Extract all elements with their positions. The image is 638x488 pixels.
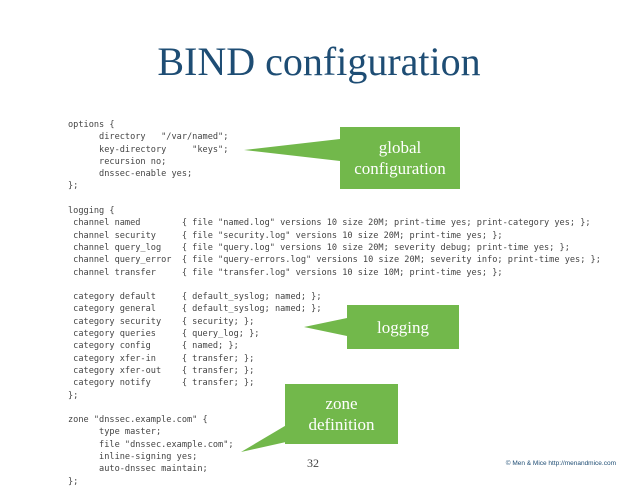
copyright-footer: © Men & Mice http://menandmice.com bbox=[505, 460, 616, 467]
code-line: recursion no; bbox=[68, 156, 167, 167]
code-line: category default { default_syslog; named… bbox=[68, 292, 322, 303]
global-callout-line2: configuration bbox=[354, 159, 446, 178]
code-line: }; bbox=[68, 390, 79, 401]
code-line: zone "dnssec.example.com" { bbox=[68, 415, 208, 426]
code-line: category config { named; }; bbox=[68, 341, 239, 352]
code-line: key-directory "keys"; bbox=[68, 144, 229, 155]
global-callout-line1: global bbox=[378, 138, 422, 157]
code-line: inline-signing yes; bbox=[68, 452, 198, 463]
page-number: 32 bbox=[307, 456, 319, 470]
code-line: channel query_error { file "query-errors… bbox=[68, 255, 601, 266]
slide-title: BIND configuration bbox=[157, 39, 481, 84]
code-line: category notify { transfer; }; bbox=[68, 378, 255, 389]
zone-definition-callout: zone definition bbox=[285, 384, 398, 444]
code-line: auto-dnssec maintain; bbox=[68, 464, 208, 475]
code-line: category xfer-out { transfer; }; bbox=[68, 365, 255, 376]
code-line: file "dnssec.example.com"; bbox=[68, 439, 234, 450]
logging-callout-pointer bbox=[304, 318, 347, 336]
code-line: category queries { query_log; }; bbox=[68, 329, 260, 340]
code-line: channel named { file "named.log" version… bbox=[68, 218, 591, 229]
code-line: category general { default_syslog; named… bbox=[68, 304, 322, 315]
global-configuration-callout: global configuration bbox=[340, 127, 460, 189]
global-callout-pointer bbox=[244, 139, 340, 161]
code-line: directory "/var/named"; bbox=[68, 132, 229, 143]
code-line: }; bbox=[68, 181, 79, 192]
code-line: channel query_log { file "query.log" ver… bbox=[68, 242, 570, 253]
code-line: channel transfer { file "transfer.log" v… bbox=[68, 267, 503, 278]
code-line: dnssec-enable yes; bbox=[68, 169, 193, 180]
code-line: logging { bbox=[68, 206, 115, 217]
code-line: category xfer-in { transfer; }; bbox=[68, 353, 255, 364]
zone-callout-line1: zone bbox=[325, 394, 358, 413]
logging-callout: logging bbox=[347, 305, 459, 349]
code-line: channel security { file "security.log" v… bbox=[68, 230, 503, 241]
code-line: options { bbox=[68, 120, 115, 130]
zone-callout-pointer bbox=[241, 420, 295, 452]
code-line: category security { security; }; bbox=[68, 316, 255, 327]
code-line: type master; bbox=[68, 427, 162, 438]
logging-callout-label: logging bbox=[377, 317, 429, 337]
zone-callout-line2: definition bbox=[308, 415, 375, 434]
config-code-block: options { directory "/var/named"; key-di… bbox=[68, 119, 601, 488]
